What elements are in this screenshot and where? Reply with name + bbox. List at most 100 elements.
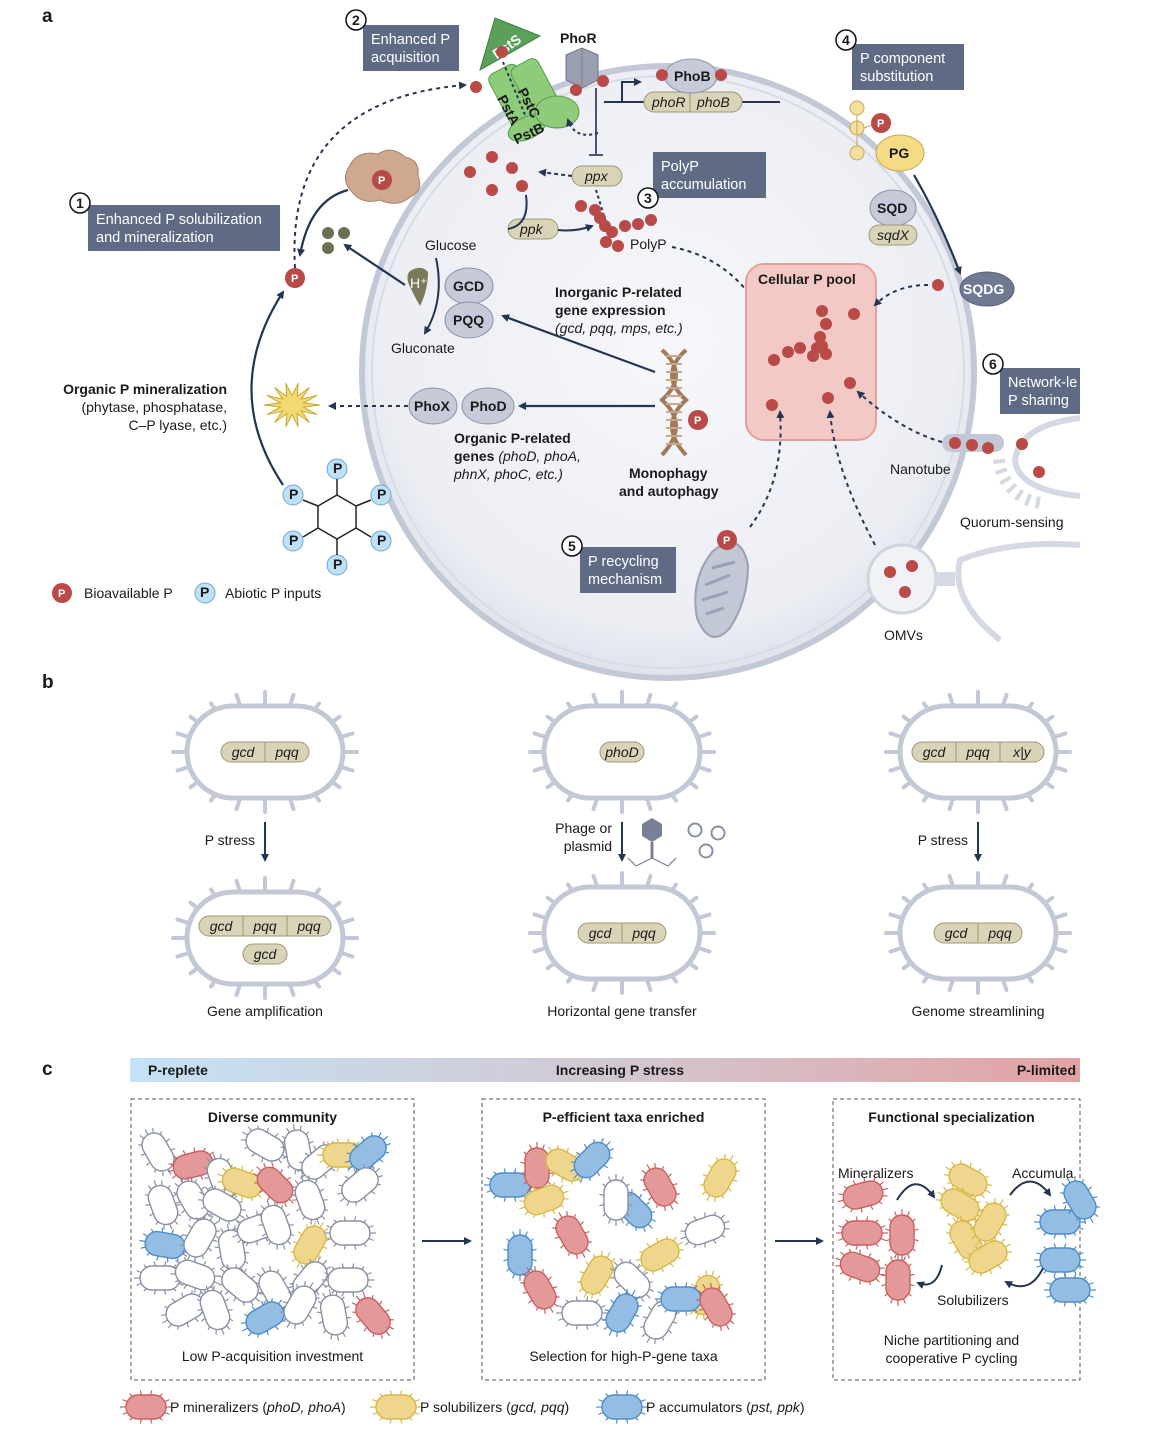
svg-text:P: P	[289, 532, 298, 548]
label-text: P component	[860, 51, 945, 67]
cycling-arrow	[1009, 1180, 1052, 1197]
microbe	[1034, 1243, 1086, 1277]
microbe	[290, 1220, 330, 1270]
microbe	[352, 1293, 394, 1339]
microbe	[257, 1200, 295, 1250]
free-phosphate-cluster	[464, 151, 528, 196]
microbe	[217, 1264, 263, 1306]
gene-label: pqq	[274, 744, 299, 760]
gene-phor: phoR	[651, 94, 685, 110]
pool-phosphate	[816, 340, 828, 352]
microbe	[138, 1127, 178, 1177]
phage-icon	[627, 818, 677, 867]
svg-text:P: P	[377, 486, 386, 502]
microbe	[316, 1289, 352, 1341]
gene-cassette	[198, 915, 332, 937]
svg-text:3: 3	[644, 190, 652, 206]
bacterium-cell: phoD	[528, 690, 716, 814]
stress-gradient-bar: P-replete Increasing P stress P-limited	[130, 1058, 1080, 1082]
abiotic-p-icon	[370, 484, 392, 506]
microbe	[180, 1213, 220, 1263]
microbe	[520, 1265, 560, 1315]
legend-abiotic: Abiotic P inputs	[225, 585, 321, 601]
svg-text:P: P	[333, 460, 342, 476]
legend-microbe-icon	[370, 1390, 422, 1424]
svg-text:Organic P-related: Organic P-related	[454, 430, 571, 446]
gene-label: gcd	[254, 946, 278, 962]
legend-microbe-icon	[596, 1390, 648, 1424]
microbe	[196, 1285, 234, 1335]
svg-text:P: P	[723, 535, 730, 547]
microbe	[881, 1254, 915, 1306]
arrow-label: P stress	[205, 832, 255, 848]
svg-text:P: P	[333, 556, 342, 572]
gene-phob: phoB	[696, 94, 730, 110]
lipid-substitution: PG SQD sqdX SQDG	[849, 100, 1015, 307]
gene-label: pqq	[296, 918, 321, 934]
dna-helix-icon: P	[658, 348, 708, 457]
pool-phosphate	[807, 350, 819, 362]
legend-panel-a: P Bioavailable P P Abiotic P inputs	[52, 582, 321, 604]
gene-cassette	[911, 741, 1045, 763]
community-box	[130, 1098, 415, 1381]
legend-microbe-icon	[120, 1390, 172, 1424]
microbe	[963, 1237, 1013, 1277]
label-text: Enhanced P	[371, 32, 450, 48]
microbe	[170, 1256, 220, 1294]
label-text: PolyP	[661, 159, 699, 175]
phod-protein: PhoD	[470, 398, 507, 414]
phosphate-dot	[486, 184, 498, 196]
label-text: and mineralization	[96, 230, 214, 246]
microbe	[836, 1216, 888, 1250]
microbe	[1044, 1273, 1096, 1307]
svg-text:1: 1	[76, 195, 84, 211]
box-caption: Low P-acquisition investment	[182, 1348, 363, 1364]
phor-sensor: PhoR	[560, 30, 609, 156]
svg-text:2: 2	[352, 12, 360, 28]
microbe	[700, 1153, 740, 1203]
label-text: mechanism	[588, 572, 662, 588]
plasmid-icon	[698, 843, 714, 859]
legend-bioavailable: Bioavailable P	[84, 585, 173, 601]
polyp-bead	[645, 214, 657, 226]
box-title: P-efficient taxa enriched	[543, 1109, 705, 1125]
label-text: acquisition	[371, 50, 440, 66]
arrow-label: P stress	[918, 832, 968, 848]
microbe	[197, 1185, 247, 1225]
hplus-label: H⁺	[410, 275, 428, 291]
gene-label: pqq	[987, 925, 1012, 941]
gene-label: gcd	[232, 744, 256, 760]
phosphate-dot	[464, 166, 476, 178]
microbe	[885, 1209, 919, 1261]
gene-label: gcd	[945, 925, 969, 941]
legend-label: P mineralizers (phoD, phoA)	[170, 1399, 346, 1415]
network-sharing: Nanotube Quorum-sensing OMVs	[826, 390, 1081, 643]
gene-label: gcd	[210, 918, 234, 934]
phor-label: PhoR	[560, 30, 597, 46]
microbe	[324, 1216, 376, 1250]
microbe	[552, 1210, 592, 1260]
microbe	[680, 1211, 730, 1249]
phob-operon: phoR phoB PhoB	[604, 58, 780, 113]
phox-phod-module: PhoX PhoD Organic P-related genes (phoD,…	[328, 387, 655, 482]
organic-mineralization-text: Organic P mineralization (phytase, phosp…	[63, 381, 227, 433]
microbe	[345, 1132, 391, 1174]
pool-phosphate	[844, 377, 856, 389]
pqq-protein: PQQ	[453, 312, 484, 328]
microbe	[291, 1175, 329, 1225]
svg-text:Inorganic P-related: Inorganic P-related	[555, 284, 682, 300]
microbe	[173, 1175, 213, 1225]
community-box	[481, 1098, 766, 1381]
panel-label-a: a	[42, 6, 53, 27]
plasmid-icon	[687, 822, 703, 838]
svg-text:P: P	[200, 584, 209, 600]
